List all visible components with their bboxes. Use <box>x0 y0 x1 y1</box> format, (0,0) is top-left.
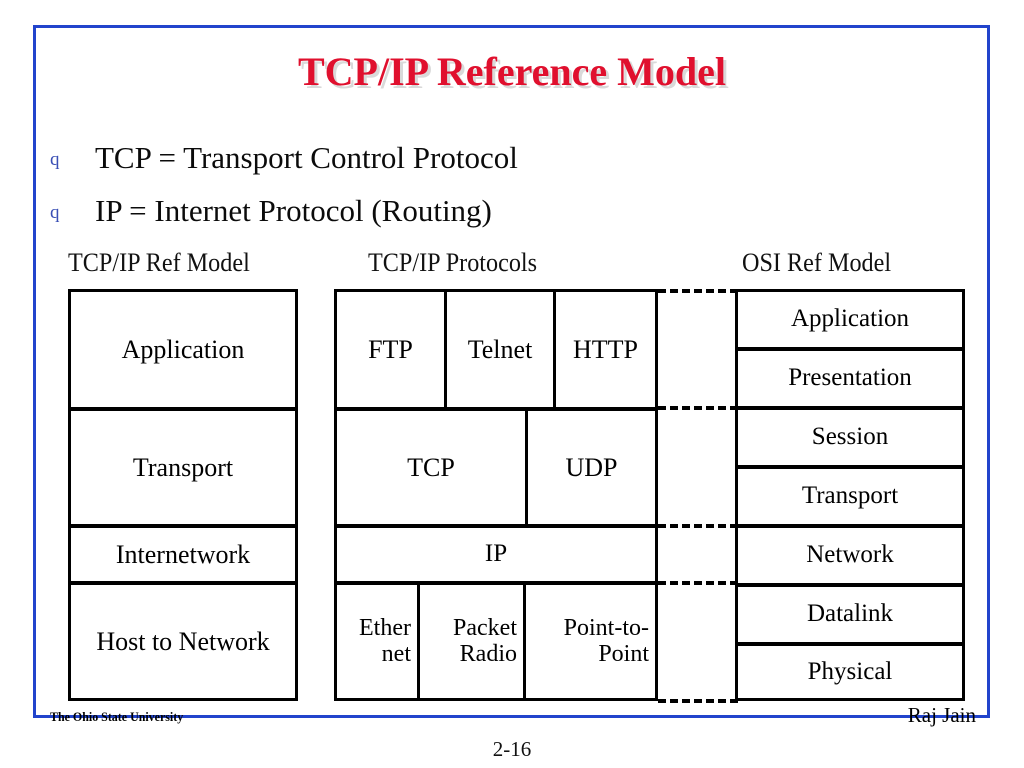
bullet-text: IP = Internet Protocol (Routing) <box>95 193 492 228</box>
bullet-marker-icon: q <box>50 149 60 170</box>
protocol-ethernet: Ether net <box>334 582 420 701</box>
osi-layer-application: Application <box>735 289 965 350</box>
dashed-connector-application <box>658 289 738 293</box>
osi-layer-transport: Transport <box>735 466 965 527</box>
protocol-ip: IP <box>334 525 658 584</box>
osi-layer-session: Session <box>735 407 965 468</box>
bullet-text: TCP = Transport Control Protocol <box>95 140 518 175</box>
page-number: 2-16 <box>492 737 532 761</box>
dashed-connector-bottom <box>658 699 738 703</box>
dashed-connector-link <box>658 581 738 585</box>
bullet-marker-icon: q <box>50 202 60 223</box>
protocol-telnet: Telnet <box>444 289 556 410</box>
tcpip-layer-application: Application <box>68 289 298 410</box>
tcpip-layer-host-to-network: Host to Network <box>68 582 298 701</box>
tcpip-layer-internetwork: Internetwork <box>68 525 298 584</box>
protocol-http: HTTP <box>553 289 658 410</box>
protocol-packet-radio: Packet Radio <box>417 582 526 701</box>
column-header-tcpip-ref-model: TCP/IP Ref Model <box>68 248 250 277</box>
protocol-point-to-point: Point-to- Point <box>523 582 658 701</box>
footer-university: The Ohio State University <box>50 709 184 724</box>
protocol-udp: UDP <box>525 408 658 527</box>
column-header-tcpip-protocols: TCP/IP Protocols <box>368 248 538 277</box>
osi-layer-datalink: Datalink <box>735 584 965 645</box>
column-header-osi-ref-model: OSI Ref Model <box>742 248 892 277</box>
footer-author: Raj Jain <box>907 703 976 727</box>
osi-layer-presentation: Presentation <box>735 348 965 409</box>
protocol-tcp: TCP <box>334 408 528 527</box>
protocol-ftp: FTP <box>334 289 447 410</box>
dashed-connector-transport <box>658 406 738 410</box>
osi-layer-physical: Physical <box>735 643 965 701</box>
page-title: TCP/IP Reference Model <box>297 49 727 94</box>
osi-layer-network: Network <box>735 525 965 586</box>
tcpip-layer-transport: Transport <box>68 408 298 527</box>
dashed-connector-internet <box>658 524 738 528</box>
